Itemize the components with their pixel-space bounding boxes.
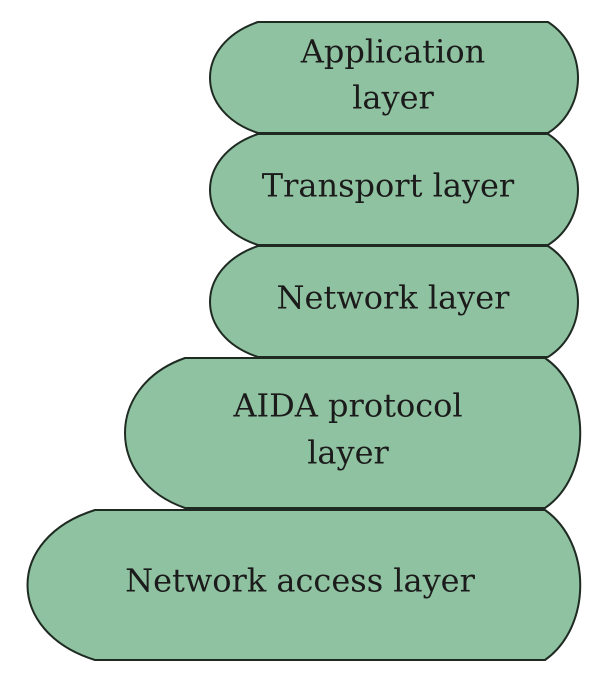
layer-application-label-line-2: layer	[352, 79, 434, 117]
layer-application-label-line-1: Application	[300, 33, 486, 71]
layer-transport: Transport layer	[209, 133, 579, 246]
layer-network-access: Network access layer	[26, 509, 582, 661]
layer-transport-label: Transport layer	[262, 167, 515, 205]
layer-aida-protocol-label-line-2: layer	[307, 434, 389, 472]
layer-aida-protocol-shape	[124, 357, 582, 509]
layer-network-access-shape	[26, 509, 582, 661]
layer-aida-protocol-label-line-1: AIDA protocol	[232, 387, 462, 425]
layer-application: Application layer	[209, 21, 579, 134]
layer-network: Network layer	[209, 245, 579, 358]
layer-network-label: Network layer	[277, 279, 511, 317]
layer-aida-protocol: AIDA protocol layer	[124, 357, 582, 509]
layer-network-access-label: Network access layer	[125, 562, 476, 600]
